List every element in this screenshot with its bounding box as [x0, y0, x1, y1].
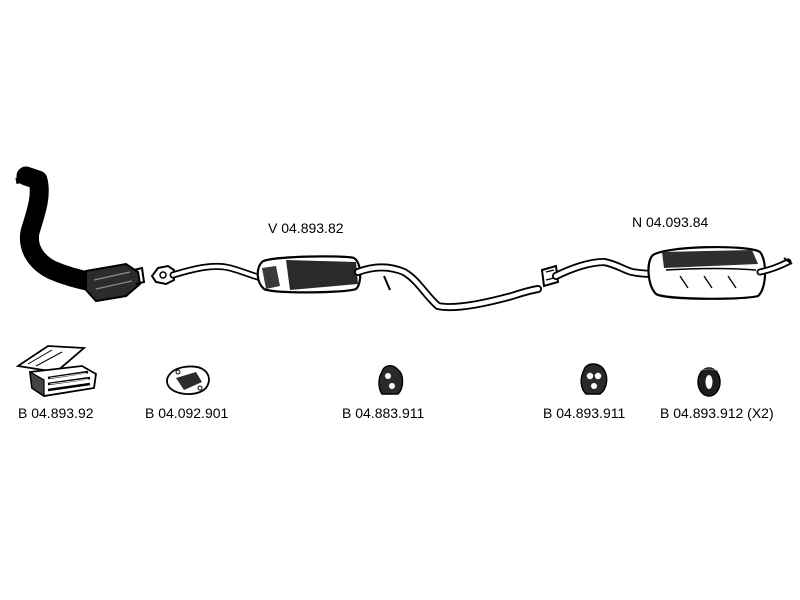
rubber-hanger-icon — [378, 365, 404, 395]
rubber-hanger-icon — [580, 363, 608, 395]
rubber-hanger-part-number: B 04.893.911 — [543, 405, 626, 421]
mounting-kit-part-number: B 04.893.92 — [18, 405, 94, 421]
center-section-part-number: V 04.893.82 — [268, 220, 344, 236]
mounting-kit-box-icon — [15, 345, 97, 398]
rear-muffler-pipe-icon — [540, 246, 793, 300]
rubber-hanger-part-number: B 04.883.911 — [342, 405, 425, 421]
flange-gasket-part-number: B 04.092.901 — [145, 405, 229, 421]
flange-gasket-icon — [166, 365, 210, 395]
rubber-ring-mount-part-number: B 04.893.912 (X2) — [660, 405, 774, 421]
rear-section-part-number: N 04.093.84 — [632, 214, 709, 230]
front-pipe-with-catalyst-icon — [15, 166, 146, 303]
center-muffler-pipe-icon — [150, 255, 542, 312]
rubber-ring-mount-icon — [697, 367, 721, 397]
